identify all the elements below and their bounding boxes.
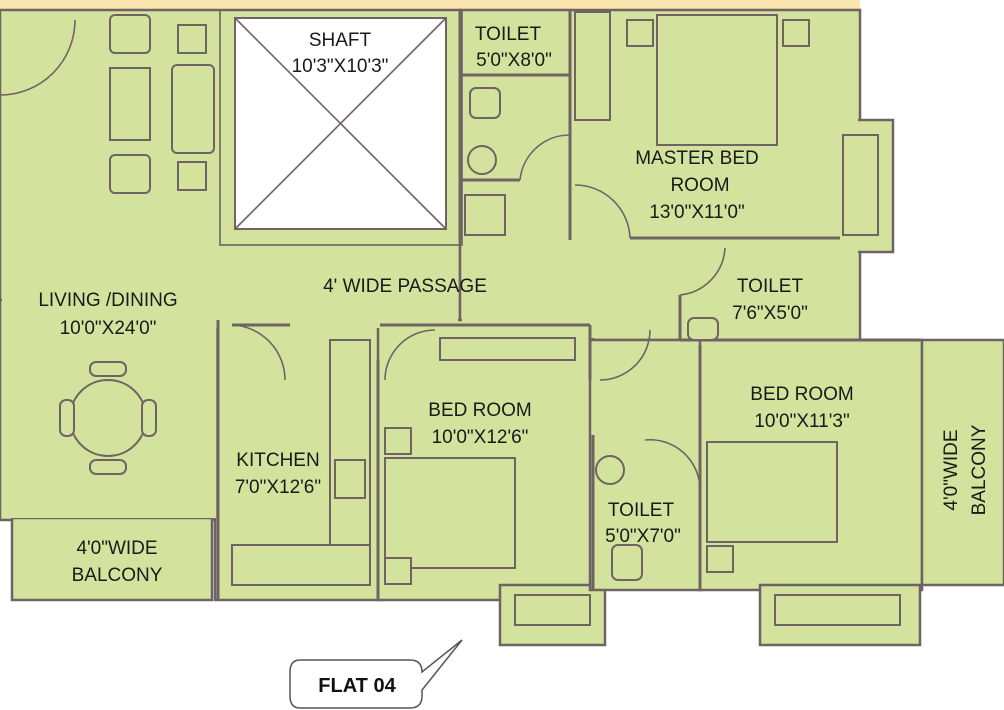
callout-bubble — [289, 639, 463, 709]
toilet-master-label: TOILET — [737, 276, 804, 297]
kitchen-label: KITCHEN — [236, 450, 319, 471]
toilet-master-size: 7'6"X5'0" — [732, 303, 808, 324]
dining-chair — [89, 361, 127, 377]
toilet-bed-size: 5'0"X7'0" — [605, 526, 681, 547]
right-balcony — [920, 338, 1004, 587]
room-labels: SHAFT 10'3"X10'3" TOILET 5'0"X8'0" MASTE… — [38, 24, 990, 586]
balcony-right-line2: BALCONY — [969, 424, 990, 515]
living-label: LIVING /DINING — [38, 290, 177, 311]
door-swing — [679, 247, 726, 296]
wardrobe — [842, 134, 879, 236]
wardrobe — [774, 594, 901, 626]
kitchen-counter — [231, 544, 371, 586]
left-balcony — [10, 516, 214, 602]
nightstand — [706, 545, 734, 573]
door-swing — [519, 134, 571, 181]
bed-room-2-label: BED ROOM — [750, 384, 853, 405]
kitchen-size: 7'0"X12'6" — [235, 477, 321, 498]
counter — [464, 194, 506, 236]
shaft-cross — [234, 17, 447, 230]
bed-room-1-size: 10'0"X12'6" — [432, 427, 529, 448]
dining-chair — [59, 399, 75, 437]
dining-chair — [141, 399, 157, 437]
bed-room-2-size: 10'0"X11'3" — [754, 411, 849, 432]
master-bed-label: MASTER BED — [635, 148, 759, 169]
coffee-table — [109, 67, 151, 141]
wash-basin — [687, 317, 719, 341]
flat-label: FLAT 04 — [318, 675, 396, 697]
door-swing — [644, 438, 701, 491]
shaft-border — [219, 9, 463, 246]
master-bed-label-2: ROOM — [670, 175, 729, 196]
bed-1 — [384, 457, 516, 569]
kitchen-counter — [329, 339, 371, 551]
shaft-label: SHAFT — [309, 30, 372, 51]
armchair — [109, 154, 151, 194]
side-table — [177, 161, 207, 191]
wardrobe — [439, 337, 576, 361]
shaft — [219, 9, 463, 246]
stove — [334, 459, 366, 499]
wash-basin — [467, 145, 497, 175]
nightstand — [626, 19, 654, 47]
shaft-size: 10'3"X10'3" — [292, 56, 389, 77]
dining-chair — [89, 459, 127, 475]
balcony-left-line2: BALCONY — [72, 565, 163, 586]
passage-label: 4' WIDE PASSAGE — [323, 276, 487, 297]
wc — [469, 87, 501, 119]
wc — [611, 544, 643, 581]
door-swing — [231, 324, 286, 381]
door-swing — [384, 329, 436, 381]
master-bed — [656, 14, 778, 146]
flat-callout: FLAT 04 — [289, 639, 463, 709]
wardrobe — [574, 11, 611, 121]
door-swing — [0, 19, 76, 96]
door-swing — [599, 329, 651, 381]
toilet-bed-label: TOILET — [608, 500, 675, 521]
toilet-top-label: TOILET — [475, 24, 542, 45]
toilet-top-size: 5'0"X8'0" — [476, 50, 552, 71]
nightstand — [782, 19, 810, 47]
sofa — [171, 64, 215, 154]
balcony-right-line1: 4'0"WIDE — [941, 429, 962, 510]
living-size: 10'0"X24'0" — [60, 318, 157, 339]
bed-2 — [706, 441, 838, 543]
bed-room-1-label: BED ROOM — [428, 400, 531, 421]
master-bed-size: 13'0"X11'0" — [649, 202, 744, 223]
nightstand — [384, 557, 412, 585]
wash-basin — [595, 455, 625, 485]
door-swing — [574, 184, 631, 239]
interior-walls — [0, 10, 920, 600]
balcony-left-line1: 4'0"WIDE — [76, 538, 157, 559]
wardrobe — [514, 594, 591, 626]
armchair — [109, 14, 151, 54]
dining-table — [69, 379, 147, 457]
nightstand — [384, 427, 412, 455]
side-table — [177, 24, 207, 54]
furniture — [59, 11, 901, 626]
